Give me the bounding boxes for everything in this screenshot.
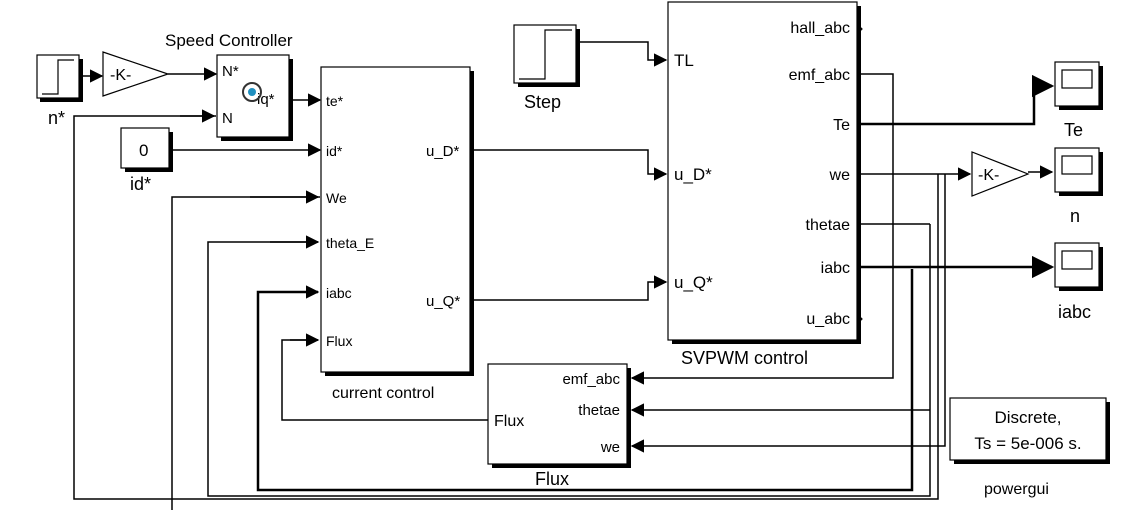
flux-block[interactable]: emf_abc thetae we Flux Flux — [487, 363, 631, 489]
flux-in-we: we — [600, 439, 620, 456]
scope-n[interactable]: n — [1054, 147, 1103, 226]
cursor-icon — [242, 82, 262, 102]
scope-screen-icon — [1061, 155, 1093, 175]
svpwm-out-thetae: thetae — [806, 217, 851, 234]
gain-block-out[interactable]: -K- — [971, 151, 1030, 197]
cc-in-we: We — [326, 190, 347, 206]
port-out-icon — [856, 23, 863, 35]
cc-in-id: id* — [326, 143, 343, 159]
sc-in-nstar: N* — [222, 63, 239, 80]
cc-out-uq: u_Q* — [426, 293, 460, 310]
port-out-icon — [856, 313, 863, 325]
svpwm-control-block[interactable]: TL u_D* u_Q* hall_abc emf_abc Te we thet… — [667, 1, 863, 368]
svpwm-out-iabc: iabc — [821, 260, 850, 277]
sc-out-iq: iq* — [257, 91, 275, 108]
svpwm-out-hall: hall_abc — [790, 20, 850, 37]
scope-n-label: n — [1070, 206, 1080, 226]
speed-feedback-wire — [73, 115, 939, 500]
speed-controller-block[interactable]: Speed Controller N* N iq* — [165, 31, 293, 141]
constant-source-nstar[interactable]: n* — [36, 54, 83, 128]
theta-feedback-wire — [207, 224, 931, 497]
svpwm-in-ud: u_D* — [674, 165, 712, 184]
signal-wires — [73, 41, 1055, 510]
id-constant-label: id* — [130, 174, 151, 194]
flux-out: Flux — [494, 413, 524, 430]
we-feedback-wire — [171, 196, 320, 510]
flux-title: Flux — [535, 469, 569, 489]
svpwm-out-uabc: u_abc — [806, 311, 850, 328]
speed-controller-title: Speed Controller — [165, 31, 293, 50]
cc-in-iabc: iabc — [326, 285, 352, 301]
nstar-label: n* — [48, 108, 65, 128]
cc-in-theta: theta_E — [326, 235, 374, 251]
scope-iabc[interactable]: iabc — [1054, 242, 1103, 322]
gain-out-text: -K- — [978, 167, 999, 184]
svpwm-out-te: Te — [833, 117, 850, 134]
step-block[interactable]: Step — [513, 24, 580, 112]
powergui-block[interactable]: Discrete, Ts = 5e-006 s. powergui — [949, 397, 1110, 498]
powergui-line2: Ts = 5e-006 s. — [974, 434, 1081, 453]
iabc-feedback-wire — [256, 269, 914, 492]
cursor-icon-center — [248, 88, 256, 96]
powergui-label: powergui — [984, 481, 1049, 498]
sc-in-n: N — [222, 110, 233, 127]
current-control-title: current control — [332, 385, 434, 402]
svpwm-out-we: we — [829, 167, 851, 184]
current-control-block[interactable]: te* id* We theta_E iabc Flux u_D* u_Q* c… — [320, 66, 474, 402]
cc-in-te: te* — [326, 93, 344, 109]
flux-in-thetae: thetae — [578, 402, 620, 419]
powergui-line1: Discrete, — [994, 408, 1061, 427]
gain-block-in[interactable]: -K- — [102, 51, 170, 97]
scope-te-label: Te — [1064, 120, 1083, 140]
svpwm-in-tl: TL — [674, 51, 694, 70]
svpwm-in-uq: u_Q* — [674, 273, 713, 292]
scope-screen-icon — [1061, 69, 1093, 89]
cc-out-ud: u_D* — [426, 143, 460, 160]
id-constant-value: 0 — [139, 141, 148, 160]
flux-in-emf: emf_abc — [562, 371, 620, 388]
step-label: Step — [524, 92, 561, 112]
cc-in-flux: Flux — [326, 333, 352, 349]
svpwm-out-emf: emf_abc — [789, 67, 850, 84]
svpwm-title: SVPWM control — [681, 348, 808, 368]
constant-block-id[interactable]: 0 id* — [120, 127, 173, 194]
gain-in-text: -K- — [110, 67, 131, 84]
scope-te[interactable]: Te — [1054, 61, 1103, 140]
scope-iabc-label: iabc — [1058, 302, 1091, 322]
scope-screen-icon — [1061, 250, 1093, 270]
